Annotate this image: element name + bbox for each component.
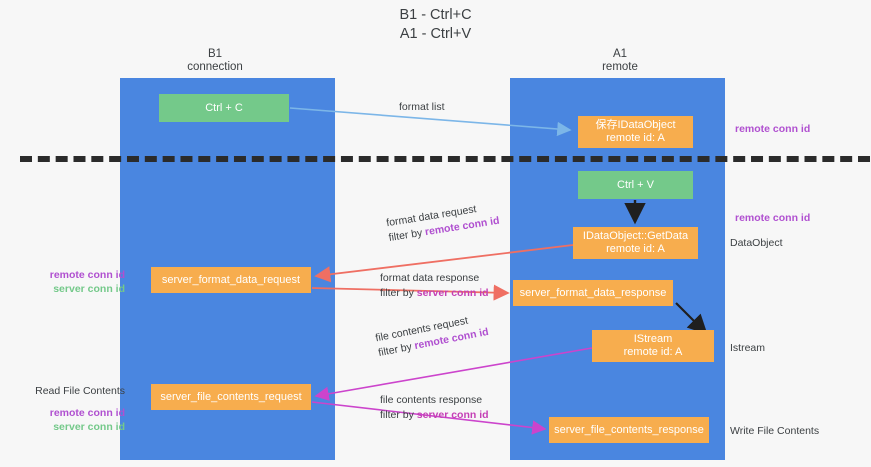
edge-file-response-filter: filter by server conn id: [380, 408, 489, 423]
annotation-remote-conn-id-mid-text: remote conn id: [735, 212, 811, 224]
annotation-dataobject: DataObject: [730, 236, 783, 250]
node-save-idataobject-sub: remote id: A: [606, 132, 665, 144]
node-save-idataobject-label: 保存IDataObject: [595, 119, 676, 131]
edge-file-response-filter-value: server conn id: [416, 409, 489, 421]
edge-label-file-contents-request: file contents request filter by remote c…: [374, 310, 490, 361]
node-server-file-contents-request-label: server_file_contents_request: [160, 390, 302, 403]
edge-file-response-line1: file contents response: [380, 394, 483, 406]
node-server-file-contents-response-label: server_file_contents_response: [554, 423, 704, 436]
node-server-format-data-request[interactable]: server_format_data_request: [151, 267, 311, 293]
annotation-write-file-contents: Write File Contents: [730, 424, 819, 438]
edge-format-list-line1: format list: [399, 101, 445, 113]
annotation-remote-conn-id-top-text: remote conn id: [735, 123, 811, 135]
annotation-remote-conn-id-mid: remote conn id: [735, 211, 810, 225]
node-ctrl-v[interactable]: Ctrl + V: [578, 171, 693, 199]
title-line-1: B1 - Ctrl+C: [399, 7, 472, 23]
annotation-write-file-contents-text: Write File Contents: [730, 425, 820, 437]
node-istream[interactable]: IStream remote id: A: [592, 330, 714, 362]
edge-file-response-filter-prefix: filter by: [380, 409, 414, 421]
edge-label-format-data-response: format data response filter by server co…: [380, 271, 489, 301]
page-title: B1 - Ctrl+C A1 - Ctrl+V: [0, 6, 871, 44]
edge-label-file-contents-response: file contents response filter by server …: [380, 393, 489, 423]
edge-fmt-request-filter-prefix: filter by: [387, 226, 424, 245]
node-server-file-contents-response[interactable]: server_file_contents_response: [549, 417, 709, 443]
column-b1-role: connection: [187, 61, 243, 73]
annotation-conn-server: server conn id: [53, 283, 125, 295]
annotation-conn-ids-left: remote conn id server conn id: [20, 268, 125, 296]
annotation-istream-text: Istream: [730, 342, 766, 354]
edge-label-format-data-request: format data request filter by remote con…: [385, 199, 500, 246]
edge-fmt-response-filter: filter by server conn id: [380, 286, 489, 301]
annotation-read-remote: remote conn id: [49, 407, 125, 419]
node-server-format-data-response[interactable]: server_format_data_response: [513, 280, 673, 306]
node-save-idataobject[interactable]: 保存IDataObject remote id: A: [578, 116, 693, 148]
node-server-format-data-request-label: server_format_data_request: [161, 273, 301, 286]
annotation-conn-remote: remote conn id: [49, 269, 125, 281]
edge-fmt-response-filter-prefix: filter by: [380, 287, 414, 299]
node-ctrl-c[interactable]: Ctrl + C: [159, 94, 289, 122]
section-divider: [20, 156, 870, 162]
annotation-read-file-contents: Read File Contents remote conn id server…: [20, 384, 125, 434]
edge-fmt-response-filter-value: server conn id: [416, 287, 489, 299]
node-idataobject-getdata-label: IDataObject::GetData: [582, 230, 689, 242]
node-idataobject-getdata-sub: remote id: A: [606, 243, 665, 255]
edge-fmt-response-line1: format data response: [380, 272, 480, 284]
annotation-remote-conn-id-top: remote conn id: [735, 122, 810, 136]
column-header-b1: B1 connection: [150, 48, 280, 74]
annotation-dataobject-text: DataObject: [730, 237, 783, 249]
node-server-format-data-response-label: server_format_data_response: [519, 286, 667, 299]
node-idataobject-getdata[interactable]: IDataObject::GetData remote id: A: [573, 227, 698, 259]
annotation-istream: Istream: [730, 341, 765, 355]
column-a1-role: remote: [602, 61, 638, 73]
annotation-read-title: Read File Contents: [35, 385, 125, 397]
edge-label-format-list: format list: [399, 100, 445, 115]
annotation-read-server: server conn id: [53, 421, 125, 433]
title-line-2: A1 - Ctrl+V: [399, 26, 472, 42]
node-istream-label: IStream: [633, 333, 673, 345]
node-ctrl-c-label: Ctrl + C: [205, 101, 243, 114]
column-header-a1: A1 remote: [555, 48, 685, 74]
node-server-file-contents-request[interactable]: server_file_contents_request: [151, 384, 311, 410]
column-b1-name: B1: [207, 48, 223, 60]
column-a1-name: A1: [612, 48, 628, 60]
node-istream-sub: remote id: A: [623, 346, 683, 358]
node-ctrl-v-label: Ctrl + V: [617, 178, 654, 191]
